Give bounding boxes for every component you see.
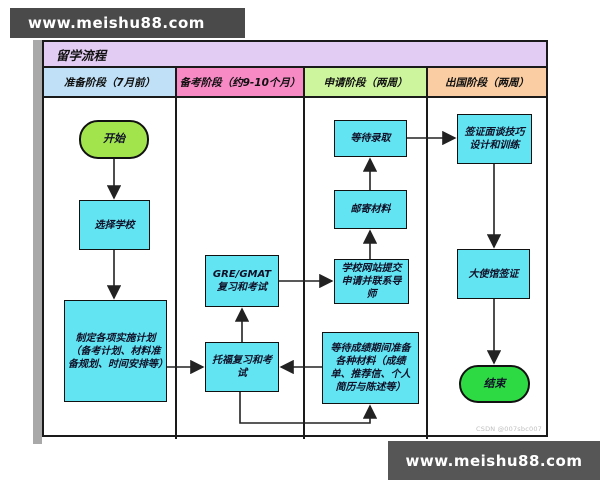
- lane-preparation: [44, 98, 177, 439]
- lane-header-preparation: 准备阶段（7月前）: [44, 68, 177, 98]
- study-abroad-flowchart: 留学流程 准备阶段（7月前） 备考阶段（约9-10个月） 申请阶段（两周） 出国…: [42, 40, 548, 439]
- node-toefl: 托福复习和考试: [205, 342, 279, 392]
- node-gre-gmat: GRE/GMAT复习和考试: [205, 255, 279, 307]
- node-visa-interview-training: 签证面谈技巧设计和训练: [457, 114, 532, 164]
- lane-header-abroad: 出国阶段（两周）: [428, 68, 546, 98]
- lane-exam-prep: [177, 98, 305, 439]
- chart-left-shadow: [33, 40, 42, 444]
- node-wait-admission: 等待录取: [334, 120, 407, 157]
- chart-title: 留学流程: [44, 42, 546, 68]
- node-end: 结束: [459, 365, 530, 403]
- watermark-banner-top: www.meishu88.com: [10, 8, 245, 38]
- lane-application: [305, 98, 428, 439]
- node-choose-school: 选择学校: [79, 200, 150, 250]
- csdn-watermark: CSDN @007sbc007: [476, 425, 542, 433]
- lane-header-exam-prep: 备考阶段（约9-10个月）: [177, 68, 305, 98]
- node-website-apply: 学校网站提交申请并联系导师: [334, 259, 409, 304]
- node-embassy-visa: 大使馆签证: [457, 249, 530, 299]
- lane-header-application: 申请阶段（两周）: [305, 68, 428, 98]
- node-make-plan: 制定各项实施计划（备考计划、材料准备规划、时间安排等）: [64, 300, 168, 402]
- node-prepare-materials: 等待成绩期间准备各种材料（成绩单、推荐信、个人简历与陈述等）: [322, 332, 419, 404]
- node-start: 开始: [79, 120, 149, 159]
- watermark-banner-bottom: www.meishu88.com: [388, 441, 600, 480]
- node-mail-materials: 邮寄材料: [334, 190, 407, 229]
